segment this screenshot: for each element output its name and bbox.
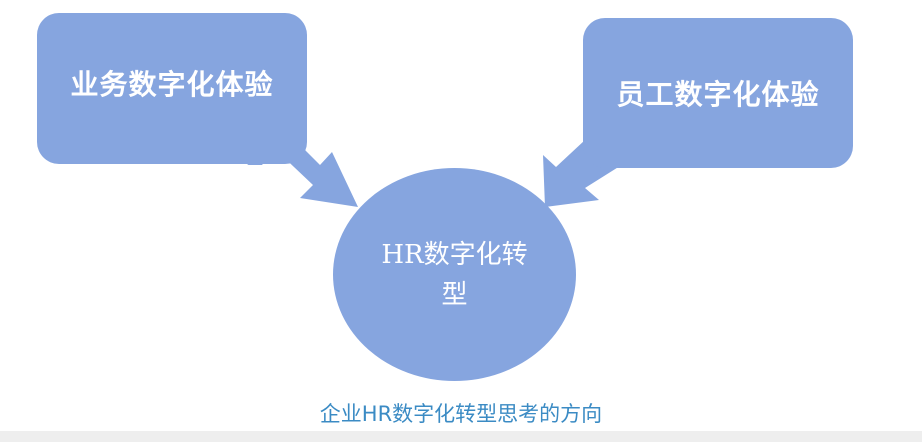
hr-transformation-label: HR数字化转型: [381, 239, 528, 310]
business-experience-box: 业务数字化体验: [37, 13, 307, 164]
business-experience-label: 业务数字化体验: [70, 67, 274, 101]
employee-experience-label: 员工数字化体验: [616, 78, 820, 111]
diagram-caption: 企业HR数字化转型思考的方向: [319, 402, 603, 426]
employee-experience-box: 员工数字化体验: [583, 18, 853, 168]
left-arrow: [247, 135, 358, 207]
bottom-divider: [0, 431, 922, 442]
hr-transformation-circle: HR数字化转型: [333, 168, 576, 381]
